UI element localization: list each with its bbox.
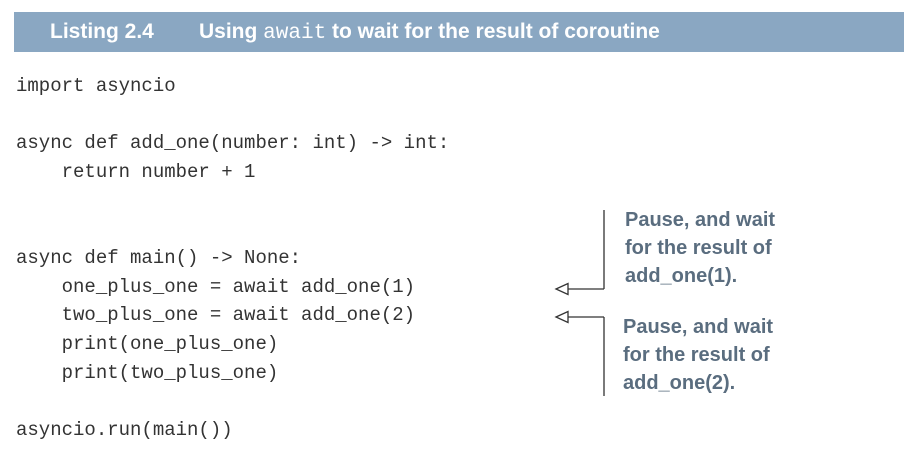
annotation-line: for the result of — [625, 237, 772, 259]
listing-number: Listing 2.4 — [50, 20, 154, 43]
code-line: print(one_plus_one) — [16, 333, 279, 355]
code-line: two_plus_one = await add_one(2) — [16, 304, 416, 326]
code-line: asyncio.run(main()) — [16, 419, 233, 441]
code-line: one_plus_one = await add_one(1) — [16, 276, 416, 298]
code-block: import asyncio async def add_one(number:… — [16, 0, 449, 441]
listing-title-after: to wait for the result of coroutine — [326, 20, 660, 43]
code-line: async def add_one(number: int) -> int: — [16, 132, 450, 154]
listing-title: Using await to wait for the result of co… — [199, 12, 660, 54]
annotation-line: add_one(2). — [623, 372, 736, 394]
annotation-line: Pause, and wait — [623, 316, 774, 338]
annotation-2: Pause, and wait for the result of add_on… — [623, 313, 773, 397]
listing-header: Listing 2.4 Using await to wait for the … — [14, 12, 904, 52]
code-line: import asyncio — [16, 75, 176, 97]
annotation-2-arrowhead-icon — [554, 310, 569, 324]
annotation-line: for the result of — [623, 344, 770, 366]
annotation-line: Pause, and wait — [625, 209, 776, 231]
code-line: async def main() -> None: — [16, 247, 302, 269]
listing-title-before: Using — [199, 20, 264, 43]
code-line: print(two_plus_one) — [16, 362, 279, 384]
listing-title-code: await — [263, 22, 327, 45]
annotation-1: Pause, and wait for the result of add_on… — [625, 206, 775, 290]
annotation-line: add_one(1). — [625, 265, 738, 287]
code-line: return number + 1 — [16, 161, 256, 183]
annotation-1-arrowhead-icon — [554, 282, 569, 296]
